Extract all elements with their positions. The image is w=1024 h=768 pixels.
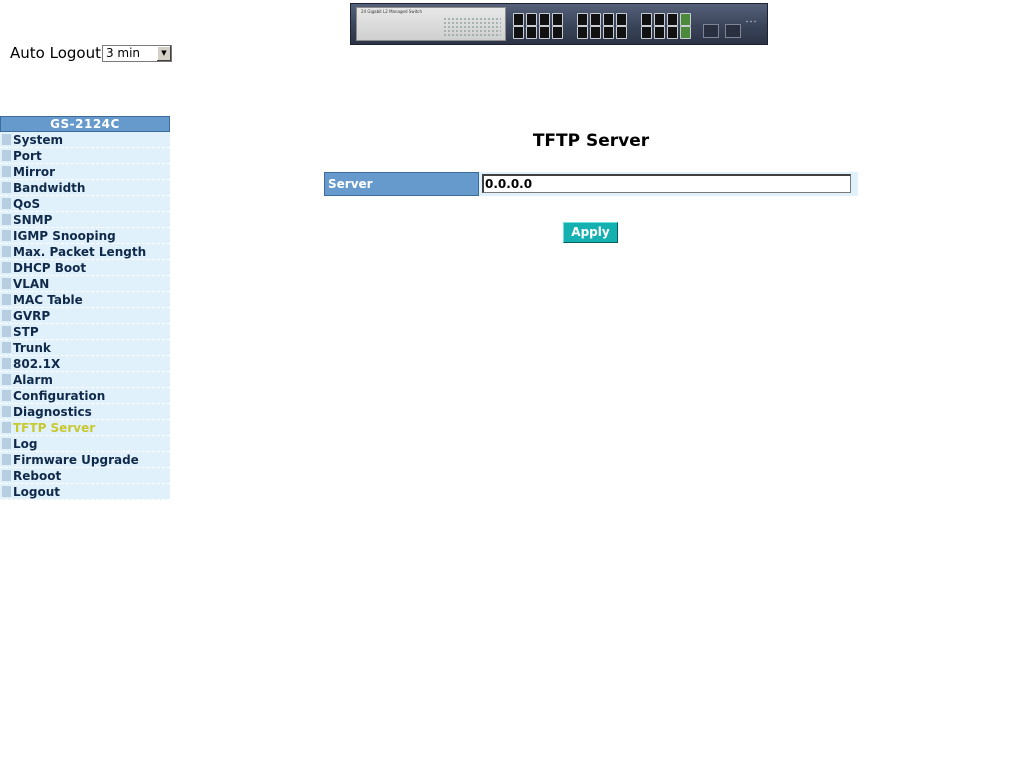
port-group-2 bbox=[577, 13, 627, 39]
square-bullet-icon bbox=[2, 230, 11, 241]
sidebar-item-label[interactable]: Reboot bbox=[13, 469, 62, 483]
sidebar-item-label[interactable]: Bandwidth bbox=[13, 181, 86, 195]
sidebar-item-label[interactable]: Alarm bbox=[13, 373, 53, 387]
square-bullet-icon bbox=[2, 182, 11, 193]
sidebar-item-label[interactable]: Logout bbox=[13, 485, 61, 499]
square-bullet-icon bbox=[2, 454, 11, 465]
sidebar-item-label[interactable]: Trunk bbox=[13, 341, 51, 355]
sidebar-item-label[interactable]: TFTP Server bbox=[13, 421, 96, 435]
auto-logout-selected-value: 3 min bbox=[105, 45, 141, 60]
square-bullet-icon bbox=[2, 246, 11, 257]
sidebar-header: GS-2124C bbox=[0, 116, 170, 132]
sidebar-item-label[interactable]: Diagnostics bbox=[13, 405, 92, 419]
sidebar-item-trunk[interactable]: Trunk bbox=[0, 340, 170, 356]
square-bullet-icon bbox=[2, 262, 11, 273]
sidebar-item-mirror[interactable]: Mirror bbox=[0, 164, 170, 180]
port-group-1 bbox=[513, 13, 563, 39]
auto-logout-control: Auto Logout 3 min ▼ bbox=[10, 44, 172, 62]
sidebar-item-bandwidth[interactable]: Bandwidth bbox=[0, 180, 170, 196]
square-bullet-icon bbox=[2, 214, 11, 225]
sidebar-item-alarm[interactable]: Alarm bbox=[0, 372, 170, 388]
port-group-3 bbox=[641, 13, 691, 39]
sidebar-item-configuration[interactable]: Configuration bbox=[0, 388, 170, 404]
sidebar-item-label[interactable]: Log bbox=[13, 437, 38, 451]
sidebar-item-label[interactable]: Firmware Upgrade bbox=[13, 453, 139, 467]
sidebar-item-igmp-snooping[interactable]: IGMP Snooping bbox=[0, 228, 170, 244]
sidebar-item-log[interactable]: Log bbox=[0, 436, 170, 452]
sidebar-item-snmp[interactable]: SNMP bbox=[0, 212, 170, 228]
sidebar-item-label[interactable]: QoS bbox=[13, 197, 41, 211]
sidebar-item-label[interactable]: Mirror bbox=[13, 165, 56, 179]
sidebar-item-label[interactable]: GVRP bbox=[13, 309, 51, 323]
square-bullet-icon bbox=[2, 470, 11, 481]
sidebar-item-tftp-server[interactable]: TFTP Server bbox=[0, 420, 170, 436]
sidebar-item-label[interactable]: Max. Packet Length bbox=[13, 245, 147, 259]
sidebar-item-logout[interactable]: Logout bbox=[0, 484, 170, 500]
sidebar-item-gvrp[interactable]: GVRP bbox=[0, 308, 170, 324]
switch-front-panel: 24 Gigabit L2 Managed Switch bbox=[356, 7, 506, 41]
tftp-form-table: Server bbox=[324, 172, 858, 196]
server-label: Server bbox=[324, 172, 479, 196]
square-bullet-icon bbox=[2, 374, 11, 385]
square-bullet-icon bbox=[2, 326, 11, 337]
sidebar-item-802-1x[interactable]: 802.1X bbox=[0, 356, 170, 372]
sidebar-item-port[interactable]: Port bbox=[0, 148, 170, 164]
sidebar-item-max-packet-length[interactable]: Max. Packet Length bbox=[0, 244, 170, 260]
square-bullet-icon bbox=[2, 390, 11, 401]
sidebar-item-label[interactable]: Port bbox=[13, 149, 42, 163]
sidebar-item-system[interactable]: System bbox=[0, 132, 170, 148]
square-bullet-icon bbox=[2, 294, 11, 305]
square-bullet-icon bbox=[2, 342, 11, 353]
sidebar-item-reboot[interactable]: Reboot bbox=[0, 468, 170, 484]
sidebar-item-label[interactable]: SNMP bbox=[13, 213, 53, 227]
switch-model-text: 24 Gigabit L2 Managed Switch bbox=[361, 9, 423, 14]
sidebar-item-diagnostics[interactable]: Diagnostics bbox=[0, 404, 170, 420]
square-bullet-icon bbox=[2, 406, 11, 417]
sidebar-item-label[interactable]: System bbox=[13, 133, 63, 147]
sidebar-item-label[interactable]: DHCP Boot bbox=[13, 261, 87, 275]
sidebar-item-stp[interactable]: STP bbox=[0, 324, 170, 340]
square-bullet-icon bbox=[2, 278, 11, 289]
page-title: TFTP Server bbox=[532, 131, 650, 151]
sidebar-item-label[interactable]: MAC Table bbox=[13, 293, 83, 307]
sfp-port-2 bbox=[725, 24, 741, 38]
square-bullet-icon bbox=[2, 310, 11, 321]
sidebar-item-dhcp-boot[interactable]: DHCP Boot bbox=[0, 260, 170, 276]
sidebar-item-label[interactable]: Configuration bbox=[13, 389, 106, 403]
square-bullet-icon bbox=[2, 166, 11, 177]
switch-banner-image: 24 Gigabit L2 Managed Switch bbox=[350, 3, 768, 45]
sidebar-item-label[interactable]: 802.1X bbox=[13, 357, 61, 371]
square-bullet-icon bbox=[2, 422, 11, 433]
square-bullet-icon bbox=[2, 134, 11, 145]
sidebar-item-label[interactable]: STP bbox=[13, 325, 39, 339]
auto-logout-label: Auto Logout bbox=[10, 44, 101, 62]
square-bullet-icon bbox=[2, 150, 11, 161]
square-bullet-icon bbox=[2, 198, 11, 209]
sidebar-item-label[interactable]: VLAN bbox=[13, 277, 50, 291]
sidebar-item-qos[interactable]: QoS bbox=[0, 196, 170, 212]
reset-indicator bbox=[745, 20, 757, 23]
square-bullet-icon bbox=[2, 486, 11, 497]
square-bullet-icon bbox=[2, 438, 11, 449]
sfp-port-1 bbox=[703, 24, 719, 38]
server-input[interactable] bbox=[482, 174, 851, 193]
sidebar-item-label[interactable]: IGMP Snooping bbox=[13, 229, 116, 243]
apply-button[interactable]: Apply bbox=[563, 222, 618, 243]
auto-logout-select[interactable]: 3 min ▼ bbox=[101, 44, 172, 62]
sidebar-item-mac-table[interactable]: MAC Table bbox=[0, 292, 170, 308]
sidebar-item-vlan[interactable]: VLAN bbox=[0, 276, 170, 292]
led-indicators bbox=[443, 17, 501, 37]
square-bullet-icon bbox=[2, 358, 11, 369]
triangle-down-icon[interactable]: ▼ bbox=[155, 45, 171, 61]
sidebar-item-firmware-upgrade[interactable]: Firmware Upgrade bbox=[0, 452, 170, 468]
